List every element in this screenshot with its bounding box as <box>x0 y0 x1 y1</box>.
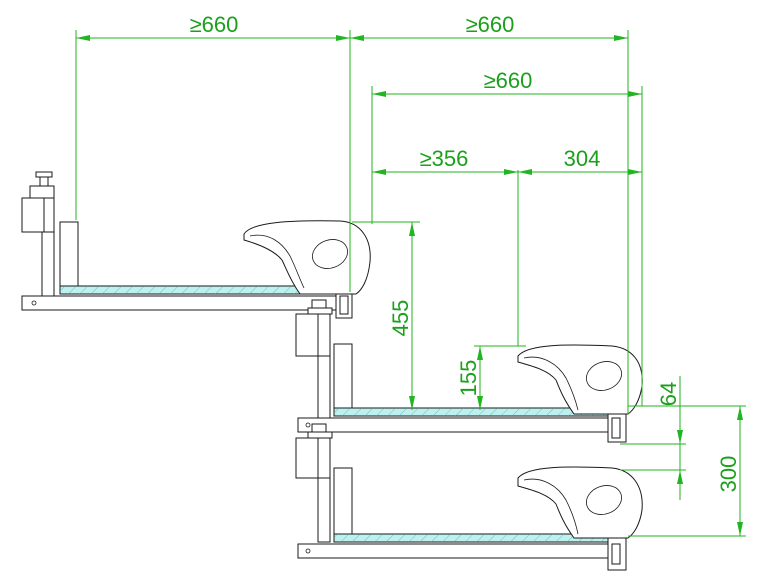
tier-2-frame <box>295 299 627 443</box>
tier-1-seat <box>243 220 371 295</box>
dim-label-top-right: ≥660 <box>466 12 515 37</box>
dim-label-155: 155 <box>456 360 481 397</box>
dim-label-depth: ≥356 <box>420 146 469 171</box>
dimension-lines <box>75 30 746 537</box>
dim-label-455: 455 <box>388 300 413 337</box>
tier-2-seat <box>517 344 643 415</box>
dim-label-top-left: ≥660 <box>190 12 239 37</box>
dim-label-mid: ≥660 <box>484 68 533 93</box>
dim-label-64: 64 <box>656 382 681 406</box>
tier-3-seat <box>517 466 643 539</box>
dim-label-300: 300 <box>716 456 741 493</box>
dim-label-head: 304 <box>564 146 601 171</box>
tier-3-frame <box>295 423 627 571</box>
